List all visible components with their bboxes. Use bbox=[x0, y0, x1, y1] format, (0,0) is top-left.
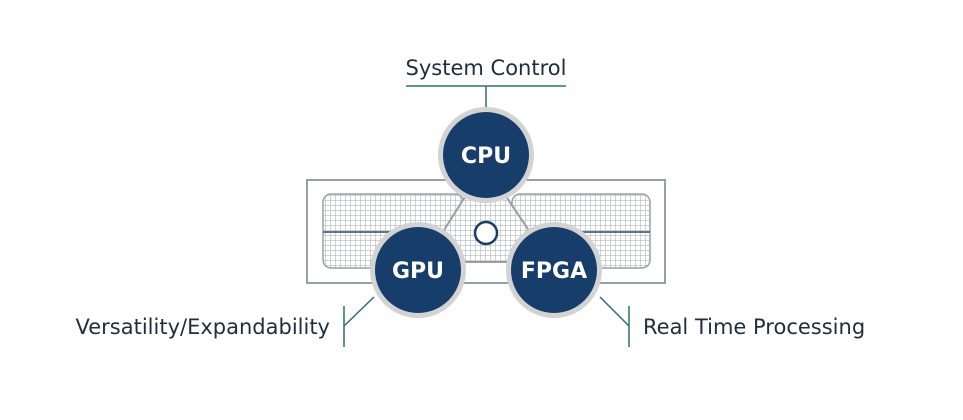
gpu-connector-line bbox=[343, 296, 375, 327]
gpu-node-label: GPU bbox=[392, 259, 444, 284]
fpga-node-label: FPGA bbox=[521, 259, 587, 284]
fpga-node: FPGA bbox=[506, 222, 602, 318]
cpu-node: CPU bbox=[438, 107, 534, 203]
fpga-role-label: Real Time Processing bbox=[643, 315, 865, 339]
gpu-role-label: Versatility/Expandability bbox=[76, 315, 330, 339]
gpu-node: GPU bbox=[370, 222, 466, 318]
cpu-role-label: System Control bbox=[406, 56, 567, 80]
center-circle bbox=[473, 220, 499, 246]
cpu-node-label: CPU bbox=[461, 144, 511, 169]
fpga-connector-line bbox=[599, 296, 630, 327]
